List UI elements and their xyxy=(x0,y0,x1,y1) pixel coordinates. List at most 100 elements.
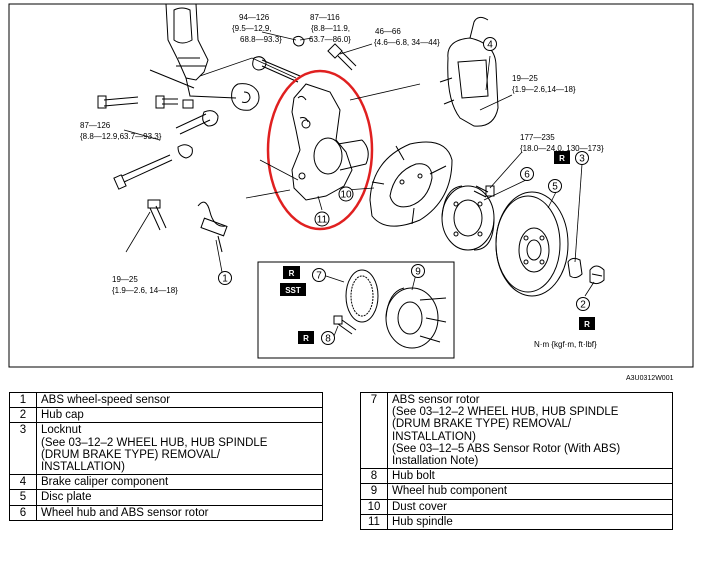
part-name: Disc plate xyxy=(36,489,323,506)
replace-badge-2: R xyxy=(579,317,595,330)
knuckle-drawing xyxy=(291,83,369,201)
unit-legend: N·m {kgf·m, ft·lbf} xyxy=(534,340,597,349)
part-number: 7 xyxy=(360,391,388,470)
replace-badge-7: R xyxy=(283,266,300,279)
part-name: Hub spindle xyxy=(387,513,673,531)
svg-text:9: 9 xyxy=(415,267,421,278)
torque-label-6: 87—126 {8.8—12.9,63.7—93.3} xyxy=(80,121,162,141)
part-name: ABS sensor rotor (See 03–12–2 WHEEL HUB,… xyxy=(387,391,673,470)
part-number: 11 xyxy=(360,513,388,531)
svg-text:63.7—86.0}: 63.7—86.0} xyxy=(309,35,351,44)
part-number: 1 xyxy=(9,391,37,409)
figure-code: A3U0312W001 xyxy=(626,375,674,382)
svg-text:{8.8—12.9,63.7—93.3}: {8.8—12.9,63.7—93.3} xyxy=(80,132,162,141)
part-number: 6 xyxy=(9,504,37,521)
strut-drawing xyxy=(149,3,301,111)
svg-text:19—25: 19—25 xyxy=(112,275,138,284)
svg-text:8: 8 xyxy=(325,334,331,345)
callout-10: 10 xyxy=(338,186,354,202)
svg-text:R: R xyxy=(584,320,590,329)
callout-7: 7 xyxy=(312,268,326,282)
callout-5: 5 xyxy=(548,179,562,193)
bolts-drawing xyxy=(97,35,495,231)
svg-text:3: 3 xyxy=(579,154,585,165)
abs-sensor-drawing xyxy=(197,201,228,253)
exploded-view-diagram: 94—126 {9.5—12.9, 68.8—93.3} 87—116 {8.8… xyxy=(8,3,694,382)
svg-text:1: 1 xyxy=(222,274,228,285)
inset-frame xyxy=(257,261,455,359)
part-number: 5 xyxy=(9,489,37,506)
svg-text:94—126: 94—126 xyxy=(239,13,270,22)
part-name: Hub cap xyxy=(36,407,323,424)
svg-text:87—116: 87—116 xyxy=(310,13,340,22)
torque-label-7: 19—25 {1.9—2.6, 14—18} xyxy=(112,275,178,295)
svg-text:SST: SST xyxy=(285,286,301,295)
svg-text:7: 7 xyxy=(316,271,322,282)
svg-text:{1.9—2.6, 14—18}: {1.9—2.6, 14—18} xyxy=(112,286,178,295)
part-name: Wheel hub and ABS sensor rotor xyxy=(36,504,323,521)
svg-text:{1.9—2.6,14—18}: {1.9—2.6,14—18} xyxy=(512,85,576,94)
svg-text:R: R xyxy=(559,154,565,163)
wheel-hub-drawing xyxy=(441,185,495,251)
svg-text:{8.8—11.9,: {8.8—11.9, xyxy=(311,24,350,33)
torque-label-1: 94—126 {9.5—12.9, 68.8—93.3} xyxy=(232,13,282,44)
part-name: Brake caliper component xyxy=(36,474,323,491)
callout-6: 6 xyxy=(520,167,534,181)
svg-text:{9.5—12.9,: {9.5—12.9, xyxy=(232,24,272,33)
svg-text:11: 11 xyxy=(317,215,328,226)
part-name: Hub bolt xyxy=(387,468,673,485)
torque-label-2: 87—116 {8.8—11.9, 63.7—86.0} xyxy=(309,13,351,44)
replace-badge-3: R xyxy=(554,151,570,164)
highlight-circle xyxy=(266,69,374,231)
part-name: Wheel hub component xyxy=(387,483,673,500)
replace-badge-8: R xyxy=(298,331,314,344)
part-number: 10 xyxy=(360,498,388,515)
svg-text:4: 4 xyxy=(487,40,493,51)
callout-11: 11 xyxy=(314,211,330,227)
svg-text:19—25: 19—25 xyxy=(512,74,538,83)
callout-3: 3 xyxy=(575,151,589,165)
svg-text:87—126: 87—126 xyxy=(80,121,111,130)
svg-text:R: R xyxy=(289,269,295,278)
svg-text:6: 6 xyxy=(524,170,530,181)
svg-text:5: 5 xyxy=(552,182,558,193)
dust-cover-drawing xyxy=(369,141,453,227)
svg-text:46—66: 46—66 xyxy=(375,27,401,36)
svg-text:{4.6—6.8, 34—44}: {4.6—6.8, 34—44} xyxy=(374,38,440,47)
svg-text:R: R xyxy=(303,334,309,343)
torque-label-5: 177—235 {18.0—24.0, 130—173} xyxy=(520,133,604,153)
diagram-frame xyxy=(8,3,694,368)
callout-2: 2 xyxy=(576,297,590,311)
svg-text:68.8—93.3}: 68.8—93.3} xyxy=(240,35,282,44)
part-name: Dust cover xyxy=(387,498,673,515)
torque-label-3: 46—66 {4.6—6.8, 34—44} xyxy=(374,27,440,47)
inset-drawing xyxy=(333,269,447,349)
svg-text:177—235: 177—235 xyxy=(520,133,555,142)
svg-text:2: 2 xyxy=(580,300,586,311)
callout-8: 8 xyxy=(321,331,335,345)
svg-text:10: 10 xyxy=(340,190,352,201)
callout-9: 9 xyxy=(411,264,425,278)
caliper-drawing xyxy=(439,16,499,127)
disc-plate-drawing xyxy=(495,191,569,297)
part-number: 9 xyxy=(360,483,388,500)
svg-text:{18.0—24.0, 130—173}: {18.0—24.0, 130—173} xyxy=(520,144,604,153)
sst-badge: SST xyxy=(280,283,306,296)
part-number: 4 xyxy=(9,474,37,491)
locknut-hubcap-drawing xyxy=(567,257,605,285)
callout-4: 4 xyxy=(483,37,497,51)
part-number: 2 xyxy=(9,407,37,424)
